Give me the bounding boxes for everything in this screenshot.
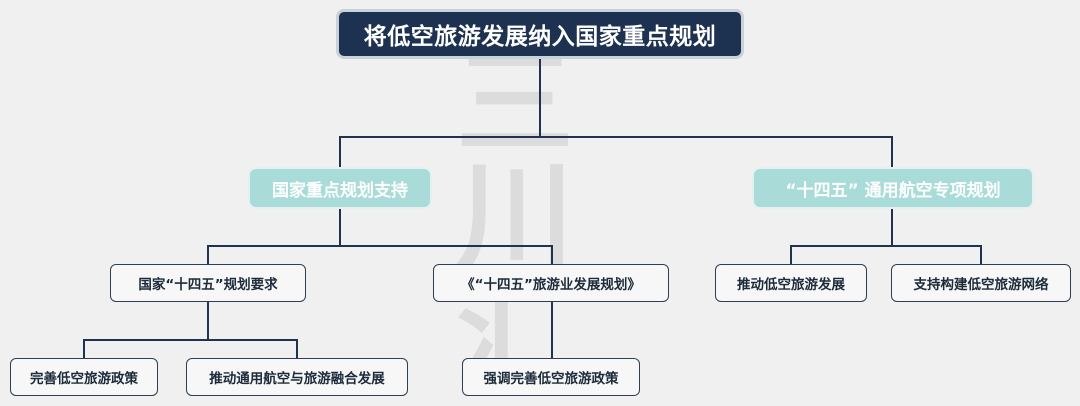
node-emphasize-policy: 强调完善低空旅游政策 [462, 358, 640, 396]
watermark-char: 川 [455, 148, 574, 287]
watermark-char: 三 [455, 32, 574, 171]
root-node: 将低空旅游发展纳入国家重点规划 [336, 9, 744, 59]
branch-general-aviation-plan: “十四五” 通用航空专项规划 [752, 167, 1034, 209]
node-promote-low-altitude-tourism: 推动低空旅游发展 [715, 264, 867, 302]
branch-national-key-plan: 国家重点规划支持 [248, 167, 432, 209]
node-tourism-development-plan: 《“十四五”旅游业发展规划》 [433, 264, 669, 302]
node-improve-policy: 完善低空旅游政策 [10, 358, 158, 396]
node-build-tourism-network: 支持构建低空旅游网络 [891, 264, 1071, 302]
node-aviation-tourism-integration: 推动通用航空与旅游融合发展 [186, 358, 408, 396]
node-14th-five-year-requirement: 国家“十四五”规划要求 [110, 264, 306, 302]
